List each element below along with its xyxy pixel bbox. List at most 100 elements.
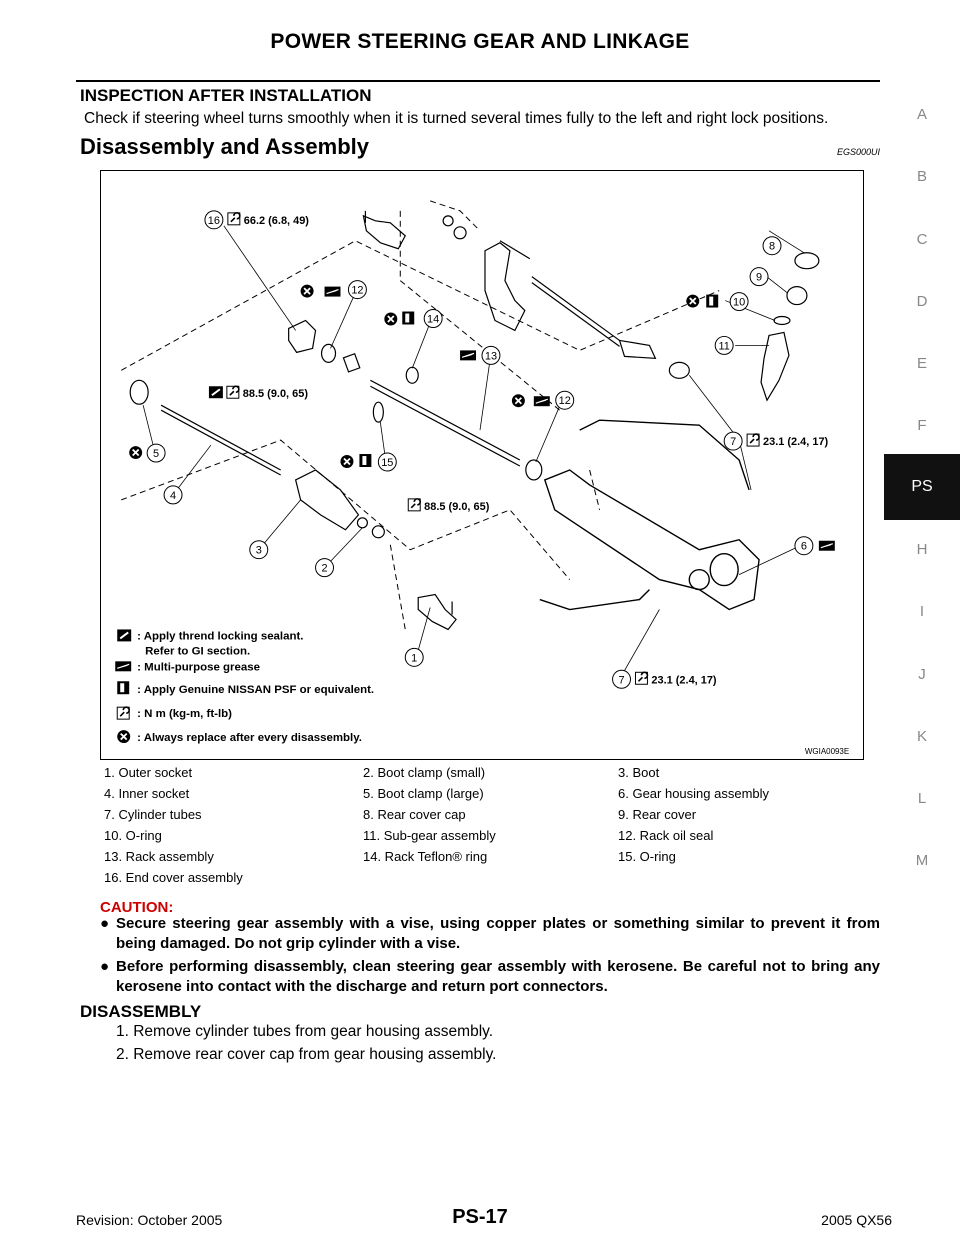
side-tab-l[interactable]: L: [917, 790, 927, 807]
legend-torque-unit: : N m (kg-m, ft-lb): [137, 708, 232, 720]
side-tab-ps-active[interactable]: PS: [884, 454, 960, 520]
footer-page-number: PS-17: [452, 1206, 508, 1228]
side-tab-b[interactable]: B: [916, 168, 927, 185]
side-tab-c[interactable]: C: [916, 231, 928, 248]
legend-sealant-ref: Refer to GI section.: [145, 645, 250, 657]
grease-icon: [459, 349, 477, 361]
parts-list-table: 1. Outer socket 2. Boot clamp (small) 3.…: [100, 762, 864, 888]
replace-icon: [383, 311, 399, 327]
parts-cell: 11. Sub-gear assembly: [363, 828, 496, 843]
callout-14: 14: [423, 309, 443, 328]
callout-9: 9: [749, 267, 769, 287]
bullet-icon: ●: [100, 915, 110, 932]
table-row: 16. End cover assembly: [100, 867, 864, 888]
svg-text:13: 13: [485, 350, 497, 362]
svg-text:16: 16: [208, 215, 220, 227]
torque-value-2: 88.5 (9.0, 65): [424, 501, 490, 513]
legend-grease: : Multi-purpose grease: [137, 661, 260, 673]
grease-icon: [114, 660, 132, 672]
figure-id: WGIA0093E: [805, 747, 849, 756]
table-row: 10. O-ring 11. Sub-gear assembly 12. Rac…: [100, 825, 864, 846]
parts-cell: 15. O-ring: [618, 849, 676, 864]
svg-text:15: 15: [381, 457, 393, 469]
parts-cell: 13. Rack assembly: [104, 849, 214, 864]
parts-cell: 2. Boot clamp (small): [363, 765, 486, 780]
header-rule: [76, 80, 880, 82]
footer-model: 2005 QX56: [821, 1212, 892, 1228]
parts-cell: 16. End cover assembly: [104, 870, 243, 885]
page-header-title: POWER STEERING GEAR AND LINKAGE: [270, 30, 690, 53]
svg-text:2: 2: [321, 563, 327, 575]
svg-text:12: 12: [559, 395, 571, 407]
side-tab-e[interactable]: E: [916, 355, 927, 372]
table-row: 4. Inner socket 5. Boot clamp (large) 6.…: [100, 783, 864, 804]
svg-text:4: 4: [170, 490, 176, 502]
svg-text:6: 6: [801, 541, 807, 553]
replace-icon: [299, 283, 315, 299]
torque-wrench-icon: [746, 433, 760, 447]
legend-psf: : Apply Genuine NISSAN PSF or equivalent…: [137, 684, 374, 696]
torque-value-5: 88.5 (9.0, 65): [243, 388, 309, 400]
callout-3: 3: [249, 540, 269, 560]
parts-cell: [363, 867, 618, 888]
inspection-text: Check if steering wheel turns smoothly w…: [84, 110, 829, 127]
parts-cell: 12. Rack oil seal: [618, 828, 714, 843]
caution-text: Before performing disassembly, clean ste…: [116, 958, 880, 995]
sealant-icon: [116, 628, 133, 643]
torque-wrench-icon: [227, 212, 241, 226]
callout-6: 6: [794, 536, 814, 556]
callout-8: 8: [762, 236, 782, 256]
svg-text:7: 7: [618, 674, 624, 686]
table-row: 13. Rack assembly 14. Rack Teflon® ring …: [100, 846, 864, 867]
parts-cell: 1. Outer socket: [104, 765, 193, 780]
side-tab-m[interactable]: M: [915, 852, 929, 869]
torque-wrench-icon: [116, 706, 130, 720]
side-tab-h[interactable]: H: [916, 541, 928, 558]
parts-cell: 5. Boot clamp (large): [363, 786, 484, 801]
side-tab-j[interactable]: J: [918, 666, 926, 683]
replace-icon: [685, 293, 701, 309]
grease-icon: [323, 286, 342, 298]
side-tab-d[interactable]: D: [916, 293, 928, 310]
side-tab-k[interactable]: K: [916, 728, 927, 745]
exploded-view-figure: 16 12 14 13 12 10 9 8 11 5 4 3 2 15 7 6 …: [100, 170, 864, 760]
side-tab-f[interactable]: F: [917, 417, 927, 434]
psf-fluid-icon: [402, 311, 415, 325]
caution-label: CAUTION:: [100, 899, 174, 916]
replace-icon: [128, 445, 144, 460]
replace-icon: [116, 729, 132, 744]
callout-7-upper: 7: [723, 431, 743, 451]
svg-text:5: 5: [153, 448, 159, 460]
legend-sealant: : Apply thrend locking sealant.: [137, 630, 303, 642]
section-title: Disassembly and Assembly: [80, 134, 369, 159]
side-tab-i[interactable]: I: [919, 603, 925, 620]
callout-11: 11: [714, 335, 734, 355]
replace-icon: [339, 454, 355, 469]
callout-5: 5: [146, 443, 166, 463]
torque-value-7-upper: 23.1 (2.4, 17): [763, 436, 829, 448]
callout-2: 2: [315, 558, 335, 578]
callout-12-mid: 12: [555, 390, 575, 410]
torque-wrench-icon: [634, 671, 649, 686]
footer-revision: Revision: October 2005: [76, 1212, 223, 1228]
svg-text:12: 12: [351, 285, 363, 297]
svg-text:14: 14: [427, 313, 439, 325]
callout-15: 15: [377, 452, 397, 472]
parts-cell: 6. Gear housing assembly: [618, 786, 770, 801]
svg-text:3: 3: [256, 545, 262, 557]
parts-cell: 7. Cylinder tubes: [104, 807, 202, 822]
parts-cell: 10. O-ring: [104, 828, 162, 843]
svg-text:8: 8: [769, 241, 775, 253]
legend-replace: : Always replace after every disassembly…: [137, 732, 362, 744]
parts-cell: 9. Rear cover: [618, 807, 697, 822]
table-row: 1. Outer socket 2. Boot clamp (small) 3.…: [100, 762, 864, 783]
callout-7-lower: 7: [612, 669, 631, 689]
svg-text:1: 1: [411, 652, 417, 664]
parts-cell: 14. Rack Teflon® ring: [363, 849, 488, 864]
side-tab-a[interactable]: A: [916, 106, 927, 123]
callout-16: 16: [204, 210, 224, 230]
parts-cell: 4. Inner socket: [104, 786, 190, 801]
torque-wrench-icon: [407, 498, 422, 512]
psf-fluid-icon: [359, 454, 372, 467]
legend: : Apply thrend locking sealant. Refer to…: [114, 628, 374, 744]
